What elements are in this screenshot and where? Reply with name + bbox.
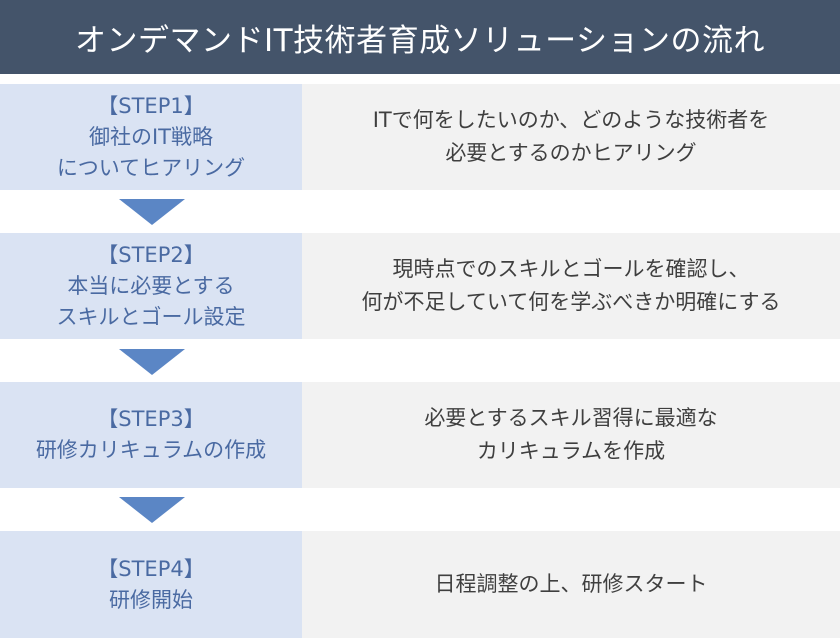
step-2-desc-line-1: 現時点でのスキルとゴールを確認し、: [392, 257, 750, 281]
down-arrow-2: [119, 349, 185, 375]
step-4-name-line-1: 研修開始: [109, 587, 193, 612]
step-3-name-line-1: 研修カリキュラムの作成: [35, 438, 267, 462]
step-3-name-box: 【STEP3】 研修カリキュラムの作成: [0, 382, 302, 488]
step-row-1: 【STEP1】 御社のIT戦略 についてヒアリング ITで何をしたいのか、どのよ…: [0, 84, 840, 190]
step-2-label: 【STEP2】: [97, 242, 205, 267]
step-2-desc-line-2: 何が不足していて何を学ぶべきか明確にする: [361, 290, 781, 314]
step-4-label: 【STEP4】: [97, 556, 205, 581]
step-3-desc-line-2: カリキュラムを作成: [476, 439, 666, 463]
step-1-desc-line-1: ITで何をしたいのか、どのような技術者を: [372, 108, 770, 132]
step-row-3: 【STEP3】 研修カリキュラムの作成 必要とするスキル習得に最適な カリキュラ…: [0, 382, 840, 488]
down-arrow-3: [119, 497, 185, 523]
step-1-description-box: ITで何をしたいのか、どのような技術者を 必要とするのかヒアリング: [302, 84, 840, 190]
step-1-desc-line-2: 必要とするのかヒアリング: [445, 141, 697, 165]
step-row-4: 【STEP4】 研修開始 日程調整の上、研修スタート: [0, 531, 840, 638]
diagram-title: オンデマンドIT技術者育成ソリューションの流れ: [75, 22, 765, 59]
step-3-description-box: 必要とするスキル習得に最適な カリキュラムを作成: [302, 382, 840, 488]
step-1-label: 【STEP1】: [97, 93, 205, 118]
step-1-name-line-2: についてヒアリング: [56, 155, 246, 180]
title-bar: オンデマンドIT技術者育成ソリューションの流れ: [0, 0, 840, 74]
step-2-name-box: 【STEP2】 本当に必要とする スキルとゴール設定: [0, 233, 302, 339]
step-2-name-line-1: 本当に必要とする: [67, 273, 235, 298]
step-2-description-box: 現時点でのスキルとゴールを確認し、 何が不足していて何を学ぶべきか明確にする: [302, 233, 840, 339]
step-4-name-box: 【STEP4】 研修開始: [0, 531, 302, 638]
step-3-desc-line-1: 必要とするスキル習得に最適な: [424, 406, 718, 430]
step-1-name-box: 【STEP1】 御社のIT戦略 についてヒアリング: [0, 84, 302, 190]
step-2-name-line-2: スキルとゴール設定: [56, 304, 246, 329]
step-1-name-line-1: 御社のIT戦略: [88, 124, 214, 149]
step-row-2: 【STEP2】 本当に必要とする スキルとゴール設定 現時点でのスキルとゴールを…: [0, 233, 840, 339]
step-4-description-box: 日程調整の上、研修スタート: [302, 531, 840, 638]
down-arrow-1: [119, 199, 185, 225]
step-4-desc-line-1: 日程調整の上、研修スタート: [434, 572, 708, 596]
step-3-label: 【STEP3】: [97, 407, 205, 431]
